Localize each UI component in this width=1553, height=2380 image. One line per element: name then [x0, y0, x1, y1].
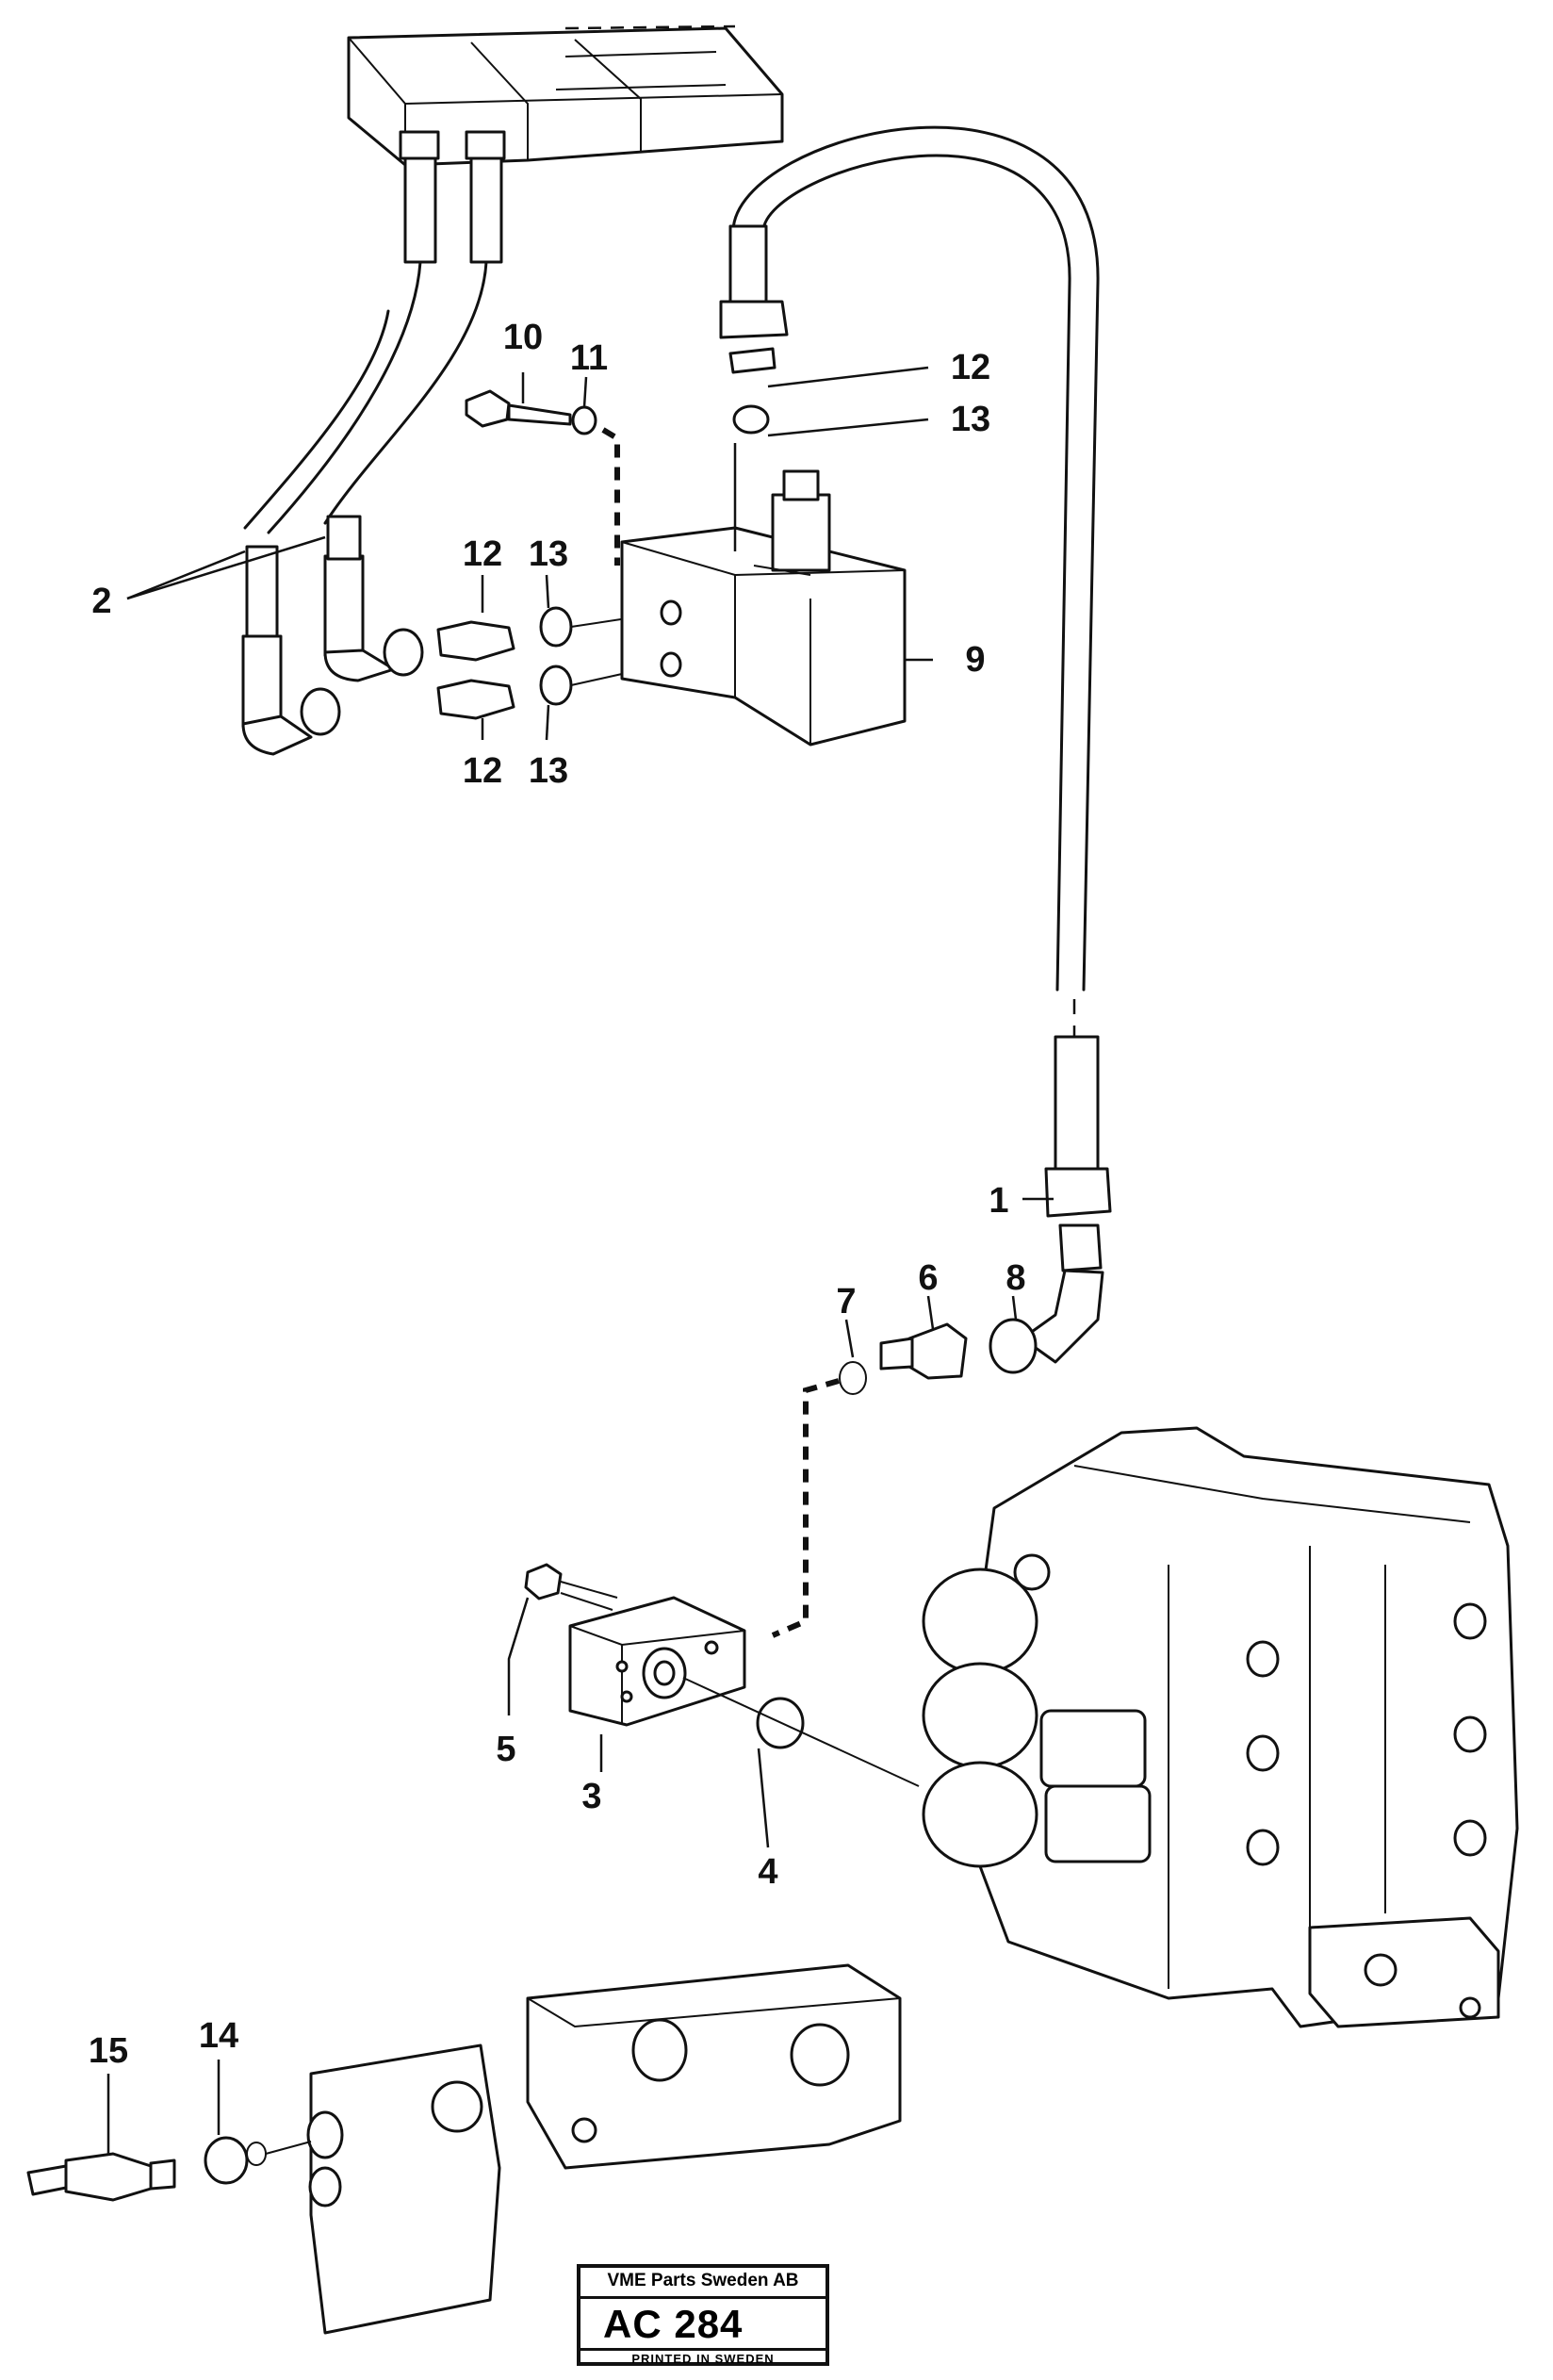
solenoid-valve-9 [620, 443, 907, 747]
callout-11: 11 [570, 338, 608, 378]
callout-12-left-top: 12 [463, 534, 502, 574]
callout-labels: 1 2 3 4 5 6 7 8 9 10 11 12 12 12 13 13 1… [89, 318, 1026, 2071]
callout-13-left-bottom: 13 [529, 751, 568, 791]
long-hose-1 [719, 125, 1112, 1272]
callout-12-upper: 12 [951, 348, 990, 387]
bottom-pump-assembly [26, 1963, 902, 2335]
callout-6: 6 [918, 1258, 938, 1298]
callout-14: 14 [199, 2016, 238, 2056]
stamp-printed: PRINTED IN SWEDEN [631, 2352, 775, 2366]
callout-leaders [126, 366, 1054, 1358]
main-control-valve [922, 1426, 1519, 2028]
callout-8: 8 [1005, 1258, 1025, 1298]
title-stamp: VME Parts Sweden AB AC 284 PRINTED IN SW… [577, 2264, 829, 2366]
callout-9: 9 [965, 640, 985, 680]
callout-5: 5 [496, 1730, 515, 1769]
top-valve-block [347, 25, 784, 167]
callout-3: 3 [581, 1777, 601, 1816]
callout-13-upper: 13 [951, 400, 990, 439]
callout-15: 15 [89, 2031, 128, 2071]
stamp-code: AC 284 [580, 2299, 826, 2351]
callout-12-left-bottom: 12 [463, 751, 502, 791]
bolt-10-washer-11 [465, 389, 620, 566]
block-3-assembly [507, 1563, 920, 1848]
callout-10: 10 [503, 318, 543, 357]
stamp-company: VME Parts Sweden AB [580, 2268, 826, 2299]
callout-2: 2 [91, 582, 111, 621]
left-fittings [436, 606, 665, 720]
hose-assemblies-2 [241, 130, 506, 756]
callout-7: 7 [836, 1282, 856, 1321]
callout-4: 4 [758, 1852, 777, 1892]
callout-1: 1 [989, 1181, 1008, 1221]
fittings-6-7-8 [771, 1269, 1104, 1638]
callout-13-left-top: 13 [529, 534, 568, 574]
